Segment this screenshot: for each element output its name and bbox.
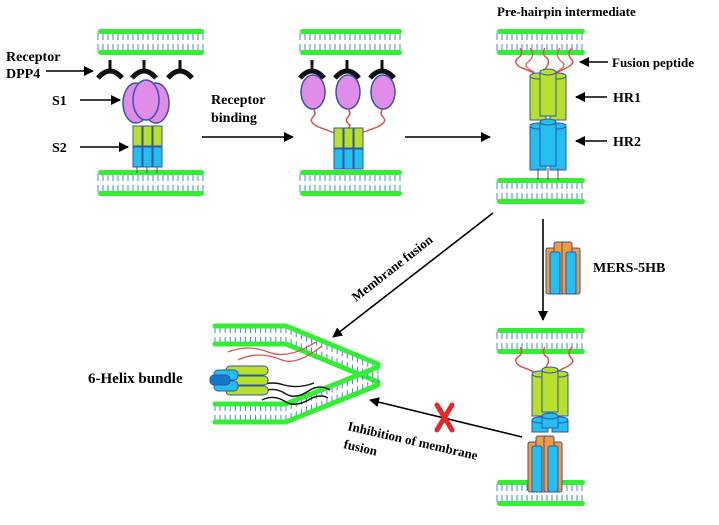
fused-membrane xyxy=(212,323,381,425)
membrane-top-2 xyxy=(299,29,402,55)
label-receptor-binding-2: binding xyxy=(211,111,257,126)
hr1-coil-inhibited xyxy=(531,366,569,417)
block-x-mark xyxy=(434,402,455,433)
label-receptor-binding-1: Receptor xyxy=(211,93,265,108)
mers-5hb-bound xyxy=(527,435,563,493)
pre-hairpin-structure xyxy=(515,47,574,180)
label-pre-hairpin: Pre-hairpin intermediate xyxy=(497,4,636,19)
membrane-top-4 xyxy=(496,328,585,354)
arrow-membrane-fusion xyxy=(332,212,494,338)
label-hr1: HR1 xyxy=(613,91,641,106)
label-dpp4: DPP4 xyxy=(6,67,40,82)
membrane-top-3 xyxy=(496,29,585,55)
label-receptor: Receptor xyxy=(6,50,60,65)
hr2-coil-inhibited xyxy=(531,412,569,433)
label-6-helix-bundle: 6-Helix bundle xyxy=(88,371,183,387)
hr2-coil xyxy=(529,118,567,171)
label-s2: S2 xyxy=(52,141,67,156)
membrane-bottom-2 xyxy=(299,170,402,196)
s1-subunit xyxy=(122,79,170,124)
membrane-bottom-1 xyxy=(97,170,204,196)
bound-receptors xyxy=(298,60,396,170)
membrane-bottom-3 xyxy=(496,178,585,204)
membrane-top-1 xyxy=(97,29,204,55)
label-fusion-peptide: Fusion peptide xyxy=(612,55,694,70)
six-helix-bundle xyxy=(209,341,331,405)
arrows xyxy=(46,57,608,438)
label-mers-5hb: MERS-5HB xyxy=(593,261,665,276)
label-s1: S1 xyxy=(52,94,67,109)
mers-5hb-icon xyxy=(545,241,581,295)
inhibited-structure xyxy=(515,346,574,493)
label-hr2: HR2 xyxy=(613,135,641,150)
s2-subunit xyxy=(132,125,163,173)
label-inhibition-2: fusion xyxy=(342,436,379,458)
hr1-coil xyxy=(529,68,567,121)
dpp4-receptors xyxy=(96,60,194,80)
